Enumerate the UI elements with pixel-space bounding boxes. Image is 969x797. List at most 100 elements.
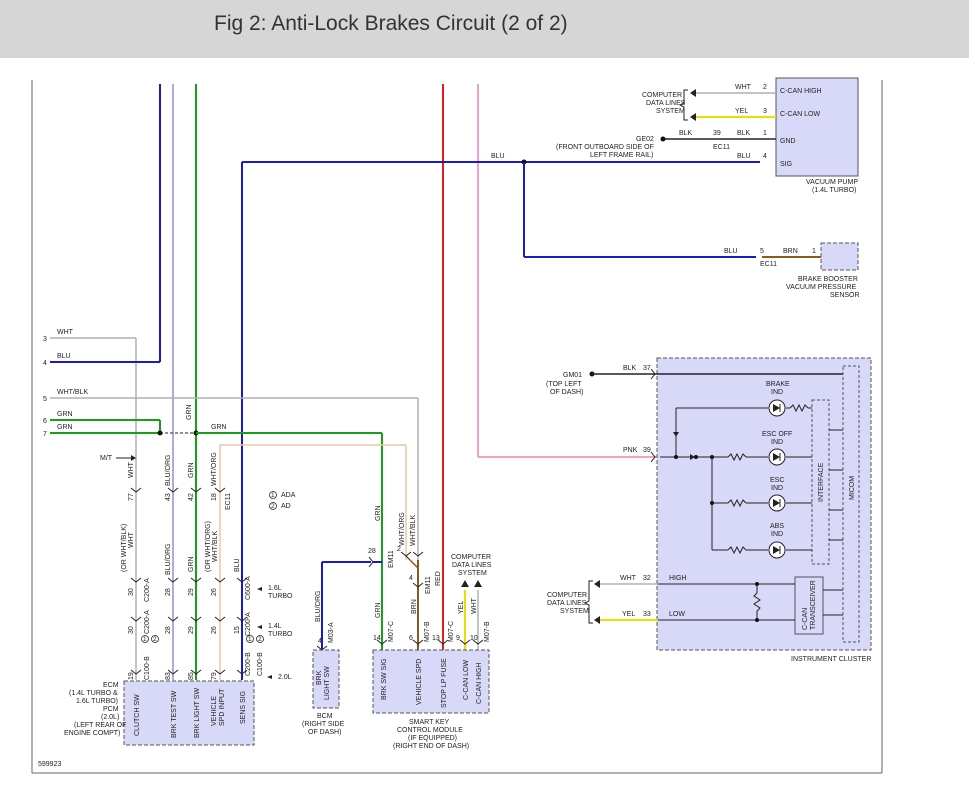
cluster-low: LOW	[669, 611, 685, 618]
left-num-6: 6	[43, 418, 47, 425]
skm-line-3: (RIGHT END OF DASH)	[393, 743, 469, 750]
ecm-up-pin-77: 77	[128, 493, 135, 501]
vp-pinnum-1: 1	[763, 130, 767, 137]
arrow-icon	[594, 580, 600, 588]
turbo16-2: TURBO	[268, 593, 293, 600]
booster-line-2: VACUUM PRESSURE	[786, 284, 857, 291]
booster-sensor-box	[820, 242, 859, 271]
cluster-blk: BLK	[623, 365, 637, 372]
skm-whtorg: WHT/ORG	[399, 512, 406, 546]
conn20: C100-B	[144, 656, 151, 680]
can-transceiver-box	[794, 576, 824, 635]
instrument-cluster-box	[656, 357, 872, 651]
connector-row-16	[130, 577, 248, 583]
pin20-3: 85	[188, 672, 195, 680]
arrow-icon	[690, 113, 696, 121]
skm-pin-6: 6	[409, 635, 413, 642]
cluster-cdls-0: COMPUTER	[547, 592, 587, 599]
vp-pinnum-3: 3	[763, 108, 767, 115]
ecm-up-pin-43: 43	[165, 493, 172, 501]
conn200b: C200-B	[245, 652, 252, 676]
esc-ind-led	[768, 494, 786, 512]
l20-label: 2.0L	[278, 674, 292, 681]
skm-cdls-2: SYSTEM	[458, 570, 487, 577]
skm-pin-9: 9	[456, 635, 460, 642]
booster-ec11: EC11	[760, 261, 777, 268]
cluster-cdls-2: SYSTEM	[560, 608, 589, 615]
ecm-up-whtorg: WHT/ORG	[211, 452, 218, 486]
bcm-box	[312, 649, 340, 709]
svg-text:C-CAN: C-CAN	[802, 608, 809, 630]
pin16-4: 26	[211, 588, 218, 596]
ge02-pin: 39	[713, 130, 721, 137]
interface-box	[811, 399, 830, 565]
cluster-pnk: PNK	[623, 447, 638, 454]
vp-yel: YEL	[735, 108, 748, 115]
skm-conn-2: M07-C	[448, 621, 455, 642]
ge02-desc2: LEFT FRAME RAIL)	[590, 152, 653, 159]
left-num-7: 7	[43, 431, 47, 438]
connector-row-upper	[130, 487, 226, 493]
skm-pin-13: 13	[432, 635, 440, 642]
micom-box	[842, 365, 860, 643]
ecm-pin-brktest: BRK TEST SW	[171, 690, 178, 738]
pin16-1: 30	[128, 588, 135, 596]
vp-pin-sig: SIG	[780, 161, 792, 168]
skm-wire-yel: YEL	[458, 601, 465, 614]
vp-ec11: EC11	[713, 144, 730, 151]
skm-pin-vspd: VEHICLE SPD	[416, 659, 423, 705]
svg-text:VEHICLE: VEHICLE	[211, 696, 218, 726]
turbo14-2: TURBO	[268, 631, 293, 638]
ecm-desc-0: ECM	[103, 682, 119, 689]
pin14-4: 26	[211, 626, 218, 634]
pin20-4: 79	[211, 672, 218, 680]
arrow-icon	[594, 616, 600, 624]
page-title: Fig 2: Anti-Lock Brakes Circuit (2 of 2)	[214, 12, 568, 35]
ecm-up-pin-18: 18	[211, 493, 218, 501]
booster-blu: BLU	[724, 248, 738, 255]
svg-text:WHT: WHT	[128, 531, 135, 548]
pin14-5: 15	[234, 626, 241, 634]
skm-pin-14: 14	[373, 635, 381, 642]
connector-row-20	[130, 669, 248, 675]
ec11-vert: EC11	[225, 493, 232, 510]
cluster-name: INSTRUMENT CLUSTER	[791, 656, 871, 663]
bcm-line-2: OF DASH)	[308, 729, 341, 736]
skm-pin-stop: STOP LP FUSE	[441, 658, 448, 708]
skm-em11a: EM11	[388, 550, 395, 568]
svg-text:SPD INPUT: SPD INPUT	[219, 688, 226, 726]
conn16: C200-A	[144, 578, 151, 602]
ecm-pin-sens: SENS SIG	[240, 691, 247, 724]
vp-pin-can-low: C-CAN LOW	[780, 111, 820, 118]
pin16-3: 29	[188, 588, 195, 596]
note-ad: AD	[281, 503, 291, 510]
pin14-1: 30	[128, 626, 135, 634]
svg-text:WHT/BLK: WHT/BLK	[212, 531, 219, 562]
svg-text:IND: IND	[771, 389, 783, 396]
ecm-mid-label-5: BLU	[234, 558, 241, 572]
left-color-7: GRN	[57, 424, 73, 431]
arrow-icon	[257, 587, 262, 591]
diode-icon	[690, 454, 695, 460]
ecm-desc-3: PCM	[103, 706, 119, 713]
vp-cdls-1: COMPUTER	[642, 92, 682, 99]
skm-line-1: CONTROL MODULE	[397, 727, 463, 734]
label-blu-top: BLU	[491, 153, 505, 160]
skm-red: RED	[435, 571, 442, 586]
skm-cdls-1: DATA LINES	[452, 562, 492, 569]
left-color-4: BLU	[57, 353, 71, 360]
svg-text:2: 2	[258, 636, 262, 643]
vacuum-pump-box	[775, 77, 859, 177]
figure-id: 599923	[38, 761, 61, 768]
vp-pin-gnd: GND	[780, 138, 796, 145]
booster-pin-5: 5	[760, 248, 764, 255]
bcm-pin: 4	[318, 638, 322, 645]
pin16-5: C600-A	[245, 576, 252, 600]
ecm-up-pin-42: 42	[188, 493, 195, 501]
ecm-mid-label-2: BLU/ORG	[165, 543, 172, 575]
skm-conn-4: M07-B	[484, 621, 491, 642]
skm-wire-brn: BRN	[411, 599, 418, 614]
skm-wire-wht: WHT	[471, 597, 478, 614]
conn100b: C100-B	[257, 652, 264, 676]
left-color-5: WHT/BLK	[57, 389, 88, 396]
